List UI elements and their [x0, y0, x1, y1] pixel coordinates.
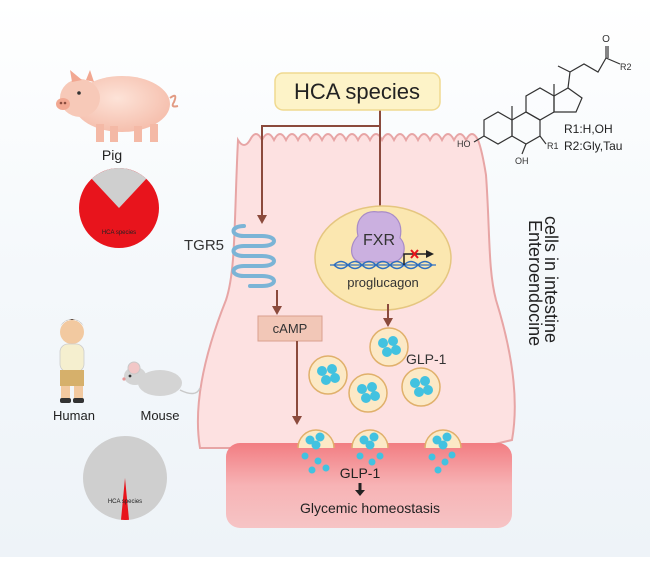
human-mouse-pie-chart: [83, 436, 167, 520]
down-arrow-icon: [355, 490, 365, 496]
transcription-arrow: [403, 253, 428, 265]
hca-species-label: HCA species: [294, 79, 420, 104]
pie-slice-hca: [121, 478, 129, 520]
granule: [369, 327, 409, 367]
blood-vessel: [226, 443, 512, 528]
outcome-label: Glycemic homeostasis: [300, 500, 440, 516]
released-glp1: [301, 451, 456, 474]
human-label: Human: [53, 408, 95, 423]
glp1-granules: [308, 327, 441, 413]
hca-species-box: [274, 72, 441, 111]
pig-label: Pig: [102, 147, 122, 163]
r1-definition: R1:H,OH: [564, 122, 613, 136]
side-label-line2: cells in intestine: [541, 216, 561, 343]
human-mouse-pie-label: HCA species: [108, 499, 142, 505]
bile-acid-structure: [473, 46, 621, 155]
granule: [348, 373, 388, 413]
pie-slice-other: [91, 168, 147, 208]
pig-illustration: [56, 70, 179, 142]
camp-box: [257, 315, 323, 342]
oh-group: OH: [515, 156, 529, 166]
granule: [308, 355, 348, 395]
mouse-illustration: [122, 361, 201, 396]
pig-pie-chart: [79, 168, 159, 248]
side-label-line1: Enteroendocine: [525, 220, 545, 346]
dna-helix: [333, 260, 433, 270]
secreting-granules: [297, 429, 462, 450]
ho-group: HO: [457, 139, 471, 149]
pig-pie-label: HCA species: [102, 230, 136, 236]
r2-atom: R2: [620, 62, 632, 72]
glp1-label: GLP-1: [406, 351, 447, 367]
fxr-label: FXR: [363, 232, 395, 249]
camp-label: cAMP: [273, 321, 308, 336]
fxr-receptor: [351, 211, 405, 263]
tgr5-receptor: [231, 224, 276, 288]
human-illustration: [59, 319, 85, 403]
tgr5-label: TGR5: [184, 237, 224, 254]
r2-definition: R2:Gly,Tau: [564, 139, 622, 153]
oxygen-atom: O: [602, 34, 610, 45]
secreted-glp1-label: GLP-1: [340, 465, 381, 481]
hca-to-tgr5-arrow: [257, 125, 380, 224]
proglucagon-label: proglucagon: [347, 275, 419, 290]
granule: [401, 367, 441, 407]
mouse-label: Mouse: [140, 408, 179, 423]
r1-atom: R1: [547, 141, 559, 151]
blocked-x-icon: [410, 249, 419, 259]
